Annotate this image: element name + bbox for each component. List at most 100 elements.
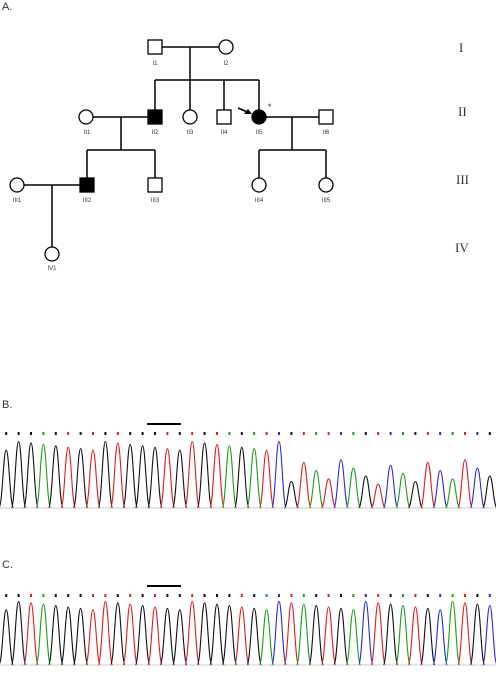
base-call-mark <box>315 432 318 435</box>
trace-lines-c <box>0 600 496 666</box>
base-call-mark <box>290 594 293 597</box>
chromatogram-c <box>0 585 496 666</box>
pedigree-chart: I1 I2 II1 II2 II3 II4 II5 II6 III1 III2 … <box>9 39 334 272</box>
individual-ii3 <box>182 109 198 125</box>
base-call-mark <box>253 432 256 435</box>
trace-peak <box>60 446 77 509</box>
label-ii1: II1 <box>84 130 91 136</box>
base-call-mark <box>389 432 392 435</box>
label-ii5: II5 <box>256 130 263 136</box>
base-call-mark <box>104 594 107 597</box>
label-iv1: IV1 <box>47 266 57 272</box>
base-call-mark <box>216 594 218 597</box>
base-call-mark <box>451 594 454 597</box>
pedigree-lines <box>24 46 327 247</box>
base-call-mark <box>464 432 466 435</box>
trace-peak <box>457 459 473 509</box>
base-call-mark <box>290 432 293 435</box>
base-call-mark <box>228 432 231 435</box>
base-call-mark <box>203 594 206 597</box>
base-call-mark <box>439 432 442 435</box>
base-call-mark <box>476 594 479 597</box>
trace-peak <box>109 442 126 509</box>
trace-peak <box>407 606 424 666</box>
trace-peak <box>171 609 188 666</box>
trace-peak <box>23 442 39 509</box>
trace-peak <box>395 472 411 509</box>
individual-ii5-proband <box>251 109 267 125</box>
base-call-mark <box>302 432 305 435</box>
trace-peak <box>481 475 496 509</box>
base-call-mark <box>116 432 119 435</box>
base-call-mark <box>17 432 20 435</box>
trace-peak <box>72 607 89 666</box>
trace-peak <box>382 464 399 509</box>
individual-i1 <box>147 39 163 55</box>
trace-peak <box>333 459 349 509</box>
base-call-mark <box>67 432 70 435</box>
label-iii4: III4 <box>255 198 264 204</box>
trace-peak <box>134 605 151 666</box>
trace-peak <box>345 609 362 666</box>
base-call-mark <box>488 594 491 597</box>
individual-iv1 <box>44 246 60 262</box>
base-call-mark <box>340 432 342 435</box>
trace-peak <box>432 609 449 666</box>
generation-label-ii: II <box>458 104 467 119</box>
base-call-mark <box>464 594 466 597</box>
trace-peak <box>283 602 300 666</box>
trace-peak <box>0 449 15 509</box>
base-call-mark <box>42 594 45 597</box>
base-call-mark <box>253 594 256 597</box>
trace-peak <box>233 446 250 509</box>
base-call-mark <box>116 594 119 597</box>
base-call-mark <box>42 432 45 435</box>
trace-peak <box>196 442 213 509</box>
base-call-mark <box>352 594 355 597</box>
trace-peak <box>283 480 300 509</box>
base-call-mark <box>240 432 243 435</box>
trace-peak <box>246 448 263 509</box>
base-call-mark <box>265 432 268 435</box>
trace-peak <box>233 606 250 666</box>
generation-label-iii: III <box>456 172 469 187</box>
trace-peak <box>308 470 325 509</box>
label-ii4: II4 <box>221 130 228 136</box>
base-call-mark <box>302 594 305 597</box>
base-call-mark <box>377 432 380 435</box>
base-call-mark <box>414 594 417 597</box>
base-call-mark <box>340 594 342 597</box>
trace-peak <box>221 605 238 666</box>
trace-peak <box>258 609 275 666</box>
base-call-mark <box>92 594 94 597</box>
trace-peak <box>308 605 325 666</box>
trace-peak <box>271 600 287 666</box>
trace-peak <box>60 606 77 666</box>
base-call-mark <box>141 594 144 597</box>
label-i2: I2 <box>223 61 229 67</box>
individual-ii4 <box>216 109 232 125</box>
panel-label-c: C. <box>2 559 13 571</box>
base-call-mark <box>265 594 268 597</box>
label-iii2: III2 <box>83 198 92 204</box>
base-call-mark <box>203 432 206 435</box>
trace-peak <box>209 443 225 509</box>
label-ii6: II6 <box>323 130 330 136</box>
trace-peak <box>395 605 411 666</box>
base-call-mark <box>191 594 194 597</box>
trace-peak <box>370 602 387 666</box>
label-iii1: III1 <box>13 198 22 204</box>
trace-peak <box>159 607 176 666</box>
base-call-mark <box>178 432 181 435</box>
trace-peak <box>432 470 449 509</box>
base-call-mark <box>426 432 429 435</box>
trace-peak <box>345 467 362 509</box>
trace-peak <box>444 600 461 666</box>
base-call-mark <box>67 594 70 597</box>
trace-peak <box>72 448 89 509</box>
trace-peak <box>97 600 114 666</box>
base-call-mark <box>364 594 367 597</box>
trace-peak <box>184 600 201 666</box>
base-call-mark <box>414 432 417 435</box>
base-call-mark <box>315 594 318 597</box>
